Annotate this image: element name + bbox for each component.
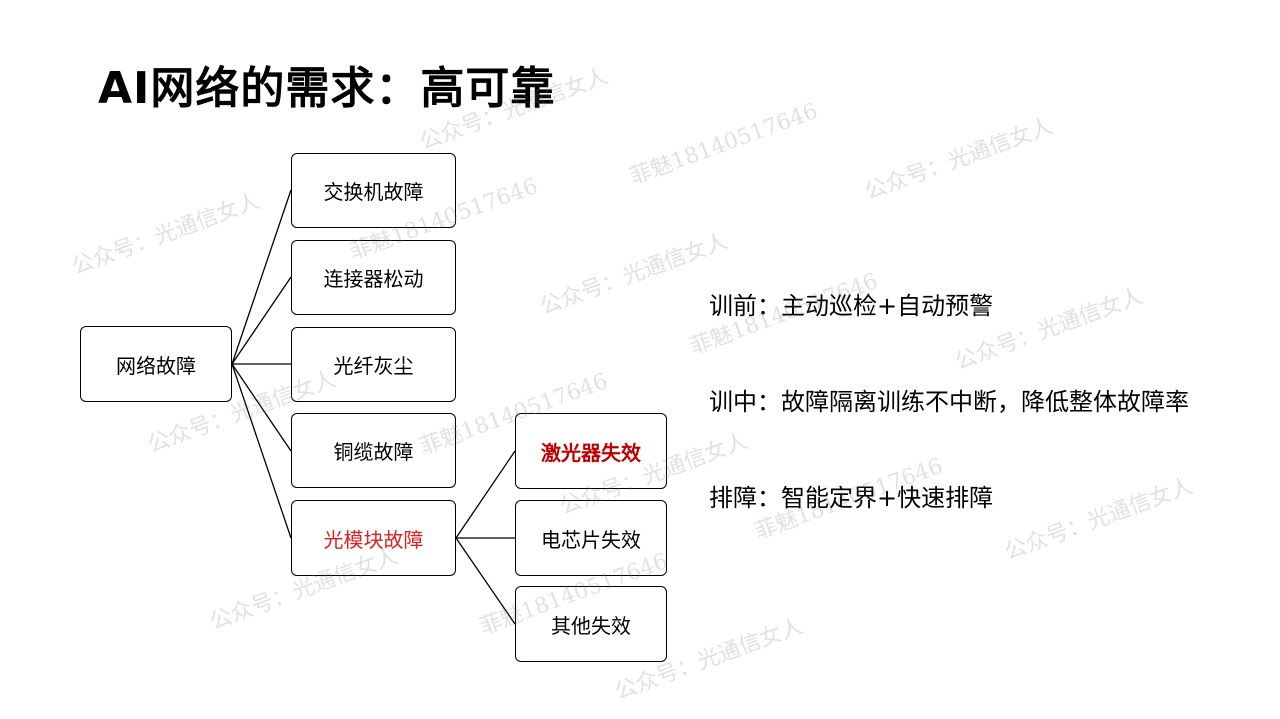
connector-root-connector bbox=[231, 276, 292, 365]
node-optical-module-fault: 光模块故障 bbox=[291, 500, 456, 576]
point-during-training: 训中：故障隔离训练不中断，降低整体故障率 bbox=[709, 388, 1189, 416]
node-connector-loose: 连接器松动 bbox=[291, 240, 456, 315]
node-switch-fault: 交换机故障 bbox=[291, 153, 456, 228]
node-network-fault: 网络故障 bbox=[80, 326, 232, 402]
node-other-failure: 其他失效 bbox=[515, 586, 667, 662]
point-pre-training: 训前：主动巡检+自动预警 bbox=[709, 292, 994, 320]
point-troubleshooting: 排障：智能定界+快速排障 bbox=[709, 484, 994, 512]
node-fiber-dust: 光纤灰尘 bbox=[291, 327, 456, 402]
connector-root-copper bbox=[231, 363, 292, 452]
connector-module-laser bbox=[455, 450, 516, 539]
slide-title: AI网络的需求：高可靠 bbox=[98, 63, 556, 114]
connector-module-other bbox=[455, 537, 516, 625]
node-laser-failure: 激光器失效 bbox=[515, 413, 667, 489]
node-chip-failure: 电芯片失效 bbox=[515, 500, 667, 576]
node-copper-fault: 铜缆故障 bbox=[291, 413, 456, 488]
connector-root-switch bbox=[231, 189, 292, 365]
connector-root-module bbox=[231, 363, 292, 539]
